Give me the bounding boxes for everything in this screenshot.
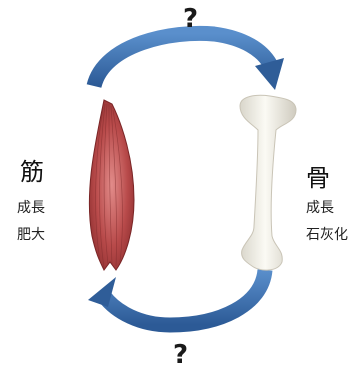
muscle-property-hypertrophy: 肥大	[17, 228, 45, 242]
bone-title: 骨	[306, 166, 330, 190]
bone-illustration	[240, 95, 296, 270]
muscle-illustration	[89, 100, 134, 270]
bone-property-calcification: 石灰化	[306, 228, 348, 242]
top-arrow	[94, 33, 284, 90]
bone-property-growth: 成長	[306, 201, 334, 215]
question-mark-top: ?	[183, 6, 198, 32]
muscle-property-growth: 成長	[17, 201, 45, 215]
question-mark-bottom: ?	[173, 342, 188, 368]
bottom-arrow	[88, 270, 265, 325]
muscle-title: 筋	[20, 160, 44, 184]
